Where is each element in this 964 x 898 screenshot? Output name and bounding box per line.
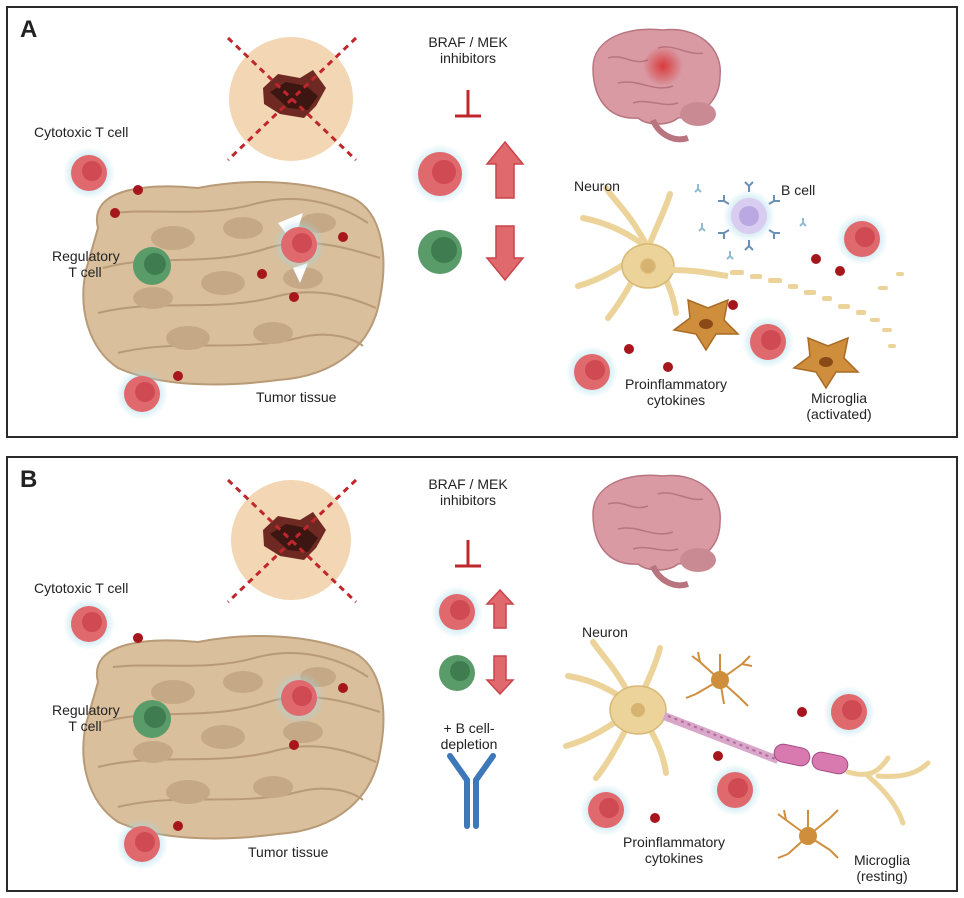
crossed-tumor-icon [226,478,358,604]
tumor-tissue [82,635,385,840]
cytotoxic-t-cell-label: Cytotoxic T cell [34,580,129,596]
cytotoxic-t-cell [580,784,632,836]
inhibitors-label-line1: BRAF / MEK [428,34,508,50]
cytokine-dots [110,185,348,381]
microglia-label: Microglia (resting) [842,852,922,884]
cytokine-dots [650,707,807,823]
cytotoxic-t-cell [742,316,794,368]
up-arrow-icon [410,140,525,204]
cytokines-label-line1: Proinflammatory [625,376,727,392]
cytotoxic-t-cell [63,598,115,650]
cytotoxic-t-cell [836,213,888,265]
cytokine-dots [624,254,845,372]
regulatory-label-line2: T cell [68,264,102,280]
panel-b-illustration [63,474,931,870]
brain-icon [592,474,721,589]
inhibitors-label-line2: inhibitors [439,492,497,508]
regulatory-t-cell-label: Regulatory T cell [52,248,120,280]
cytotoxic-t-cell [63,147,115,199]
panel-b: B [6,456,958,892]
cytokines-label-line2: cytokines [646,392,706,408]
cytokines-label: Proinflammatory cytokines [616,376,736,408]
cytotoxic-t-cell [709,764,761,816]
microglia-label-line1: Microglia [810,390,867,406]
microglia-label-line2: (activated) [806,406,872,422]
tumor-tissue-label: Tumor tissue [248,844,329,860]
microglia-activated [672,298,860,390]
cytotoxic-t-cell [273,672,325,724]
b-cell [694,181,807,260]
depletion-label-line1: + B cell- [443,720,495,736]
regulatory-t-cell-label: Regulatory T cell [52,702,120,734]
regulatory-label-line2: T cell [68,718,102,734]
down-arrow-icon [439,655,515,696]
cytokines-label-line1: Proinflammatory [623,834,725,850]
microglia-label-line2: (resting) [856,868,908,884]
regulatory-label-line1: Regulatory [52,702,120,718]
neuron [575,185,729,321]
cytotoxic-t-cell [116,368,168,420]
inhibitors-label: BRAF / MEK inhibitors [420,34,516,66]
inhibition-icon [455,540,481,568]
regulatory-t-cell [133,700,171,738]
cytokine-dots [133,633,348,831]
microglia-label-line1: Microglia [853,852,910,868]
inhibition-icon [455,90,481,118]
cytokines-label-line2: cytokines [644,850,704,866]
cytotoxic-t-cell [273,219,325,271]
panel-a-illustration [63,28,904,420]
neuron-label: Neuron [574,178,620,194]
down-arrow-icon [418,225,525,282]
inhibitors-label-line2: inhibitors [439,50,497,66]
cytotoxic-t-cell [566,346,618,398]
up-arrow-icon [431,586,515,638]
panel-label: A [20,16,38,43]
inhibitors-label: BRAF / MEK inhibitors [420,476,516,508]
regulatory-label-line1: Regulatory [52,248,120,264]
microglia-label: Microglia (activated) [794,390,884,422]
panel-label: B [20,466,38,493]
tumor-tissue [82,181,385,386]
crossed-tumor-icon [226,36,358,162]
panel-a: A [6,6,958,438]
neuron [563,639,931,826]
antibody-icon [447,753,496,829]
b-cell-depletion-label: + B cell- depletion [424,720,514,752]
inhibitors-label-line1: BRAF / MEK [428,476,508,492]
tumor-tissue-label: Tumor tissue [256,389,337,405]
b-cell-label: B cell [781,182,816,198]
cytotoxic-t-cell-label: Cytotoxic T cell [34,124,129,140]
neuron-label: Neuron [582,624,628,640]
microglia-resting [685,651,839,859]
axon-fragments [730,270,904,348]
brain-icon [592,28,721,143]
regulatory-t-cell [133,247,171,285]
cytotoxic-t-cell [823,686,875,738]
cytotoxic-t-cell [116,818,168,870]
depletion-label-line2: depletion [440,736,498,752]
cytokines-label: Proinflammatory cytokines [614,834,734,866]
